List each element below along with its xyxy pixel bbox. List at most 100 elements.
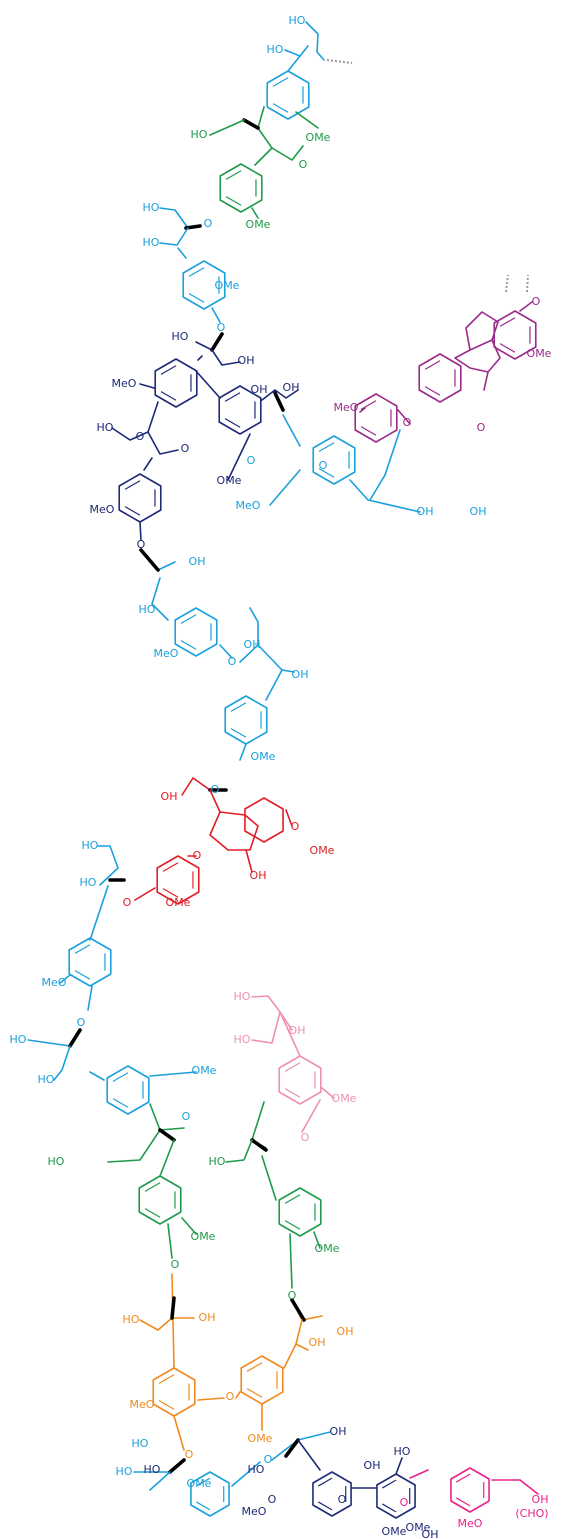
ring-double-bond-4O5: [246, 1362, 263, 1372]
atom-label-oh-35: OH: [244, 638, 261, 651]
atom-label-ho-12: HO: [172, 330, 189, 343]
bond-dbdo: [395, 1457, 403, 1475]
atom-label-ho-1: HO: [289, 14, 306, 27]
ring-double-bond-dbdo: [224, 418, 241, 428]
bond-bold: [242, 118, 260, 130]
atom-label-ome-82: OMe: [187, 1477, 212, 1490]
benzene-ring-bb: [418, 353, 462, 403]
bond-bold: [170, 1296, 176, 1320]
atom-label-ome-63: OMe: [191, 1230, 216, 1243]
atom-label-o-65: O: [171, 1258, 180, 1271]
atom-label-o-74: O: [185, 1448, 194, 1461]
bond-chain-bO4: [97, 845, 119, 886]
atom-label-oh-40: OH: [161, 790, 178, 803]
ring-double-bond-bO4: [112, 1072, 129, 1082]
benzene-ring-bO4: [174, 607, 218, 657]
bond-b5: [254, 147, 273, 166]
bond-b5: [167, 1223, 173, 1259]
dashed-bond: [526, 274, 529, 293]
bond-chain-b5: [225, 1139, 253, 1163]
bond-chain-b1: [251, 1011, 281, 1044]
benzene-ring-spiro: [244, 797, 284, 843]
bond-chain-bO4: [305, 21, 325, 61]
atom-label-ho-91: HO: [248, 1463, 265, 1476]
benzene-ring-dbdo: [376, 1473, 416, 1519]
ring-double-bond-bO4: [188, 293, 205, 303]
ring-double-bond-b5: [144, 1208, 161, 1218]
ring-double-bond-dbdo: [124, 506, 141, 516]
ring-double-bond-4O5: [246, 1388, 263, 1398]
ring-double-bond-bO4: [74, 944, 91, 954]
bond-chain-bb: [465, 311, 499, 351]
ring-double-bond-bb: [499, 343, 516, 353]
bond-b1: [279, 1011, 301, 1057]
bond-bb: [397, 409, 411, 425]
atom-label-o-83: O: [400, 1496, 409, 1509]
bond-chain-b1: [251, 995, 293, 1031]
atom-label-oh-17: OH: [251, 383, 268, 396]
atom-label-meo-36: MeO: [154, 647, 179, 660]
ring-double-bond-dbdo: [160, 391, 177, 401]
atom-label-o-24: O: [181, 442, 190, 455]
ring-double-bond-b1: [284, 1062, 301, 1072]
ring-double-bond-bb: [360, 426, 377, 436]
ring-double-bond-bb: [360, 400, 377, 410]
ring-double-bond-bO4: [180, 640, 197, 650]
atom-label-meo-16: MeO: [112, 377, 137, 390]
atom-label-ome-27: OMe: [217, 474, 242, 487]
atom-label-o-48: O: [123, 896, 132, 909]
ring-double-bond-dbdo: [224, 392, 241, 402]
atom-label-ome-9: OMe: [246, 218, 271, 231]
benzene-ring-end: [450, 1467, 490, 1513]
bond-bO4: [87, 985, 93, 1011]
bond-bO4: [369, 474, 386, 501]
ring-double-bond-4O5: [158, 1374, 175, 1384]
bond-dbdo: [195, 370, 221, 399]
ring-double-bond-dbdo: [317, 1477, 333, 1487]
ring-double-bond-b1: [284, 1088, 301, 1098]
atom-label-ome-92: OMe: [406, 1521, 431, 1534]
atom-label-oh-69: OH: [337, 1325, 354, 1338]
atom-label-oh-79: OH: [364, 1459, 381, 1472]
atom-label-oh-38: OH: [292, 668, 309, 681]
benzene-ring-bO4: [106, 1065, 150, 1115]
benzene-ring-b5: [138, 1175, 182, 1225]
bond-b5: [295, 111, 319, 129]
benzene-ring-b5: [219, 163, 263, 213]
atom-label-oh-18: OH: [283, 381, 300, 394]
atom-label-oh-87: OH: [532, 1493, 549, 1506]
ring-double-bond-dbdo: [317, 1501, 333, 1511]
bond-b5: [289, 1233, 293, 1289]
bond-4O5: [235, 1391, 241, 1399]
atom-label-o-5: O: [299, 158, 308, 171]
bond-bO4: [384, 429, 401, 476]
atom-label-o-20: O: [403, 416, 412, 429]
atom-label-o-32: O: [137, 538, 146, 551]
ring-double-bond-dbdo: [124, 480, 141, 490]
benzene-ring-dbdo: [312, 1471, 352, 1517]
atom-label-ho-51: HO: [234, 990, 251, 1003]
bond-4O5: [173, 1415, 185, 1451]
atom-label-ho-77: HO: [132, 1437, 149, 1450]
bond-bO4: [239, 743, 247, 761]
atom-label-ho-7: HO: [143, 236, 160, 249]
atom-label-o-62: O: [301, 1131, 310, 1144]
bond-bO4: [177, 247, 187, 259]
bond-dbdo: [297, 1439, 321, 1471]
bond-bold: [250, 1138, 268, 1152]
bond-chain-dbdo: [261, 389, 299, 401]
atom-label-ho-67: HO: [123, 1313, 140, 1326]
ring-double-bond-bO4: [272, 77, 289, 87]
atom-label-o-26: O: [319, 459, 328, 472]
bond-chain-bO4: [159, 207, 201, 229]
atom-label-ome-49: OMe: [166, 896, 191, 909]
ring-double-bond-bO4: [195, 1477, 211, 1487]
bond-bb: [483, 371, 489, 391]
atom-label-ho-55: HO: [10, 1033, 27, 1046]
atom-label-ho-2: HO: [267, 43, 284, 56]
atom-label-oh-68: OH: [199, 1311, 216, 1324]
ring-double-bond-b5: [144, 1182, 161, 1192]
atom-label-o-81: O: [264, 1453, 273, 1466]
bond-dbdo: [227, 433, 251, 481]
ring-double-bond-spiro: [162, 862, 179, 872]
